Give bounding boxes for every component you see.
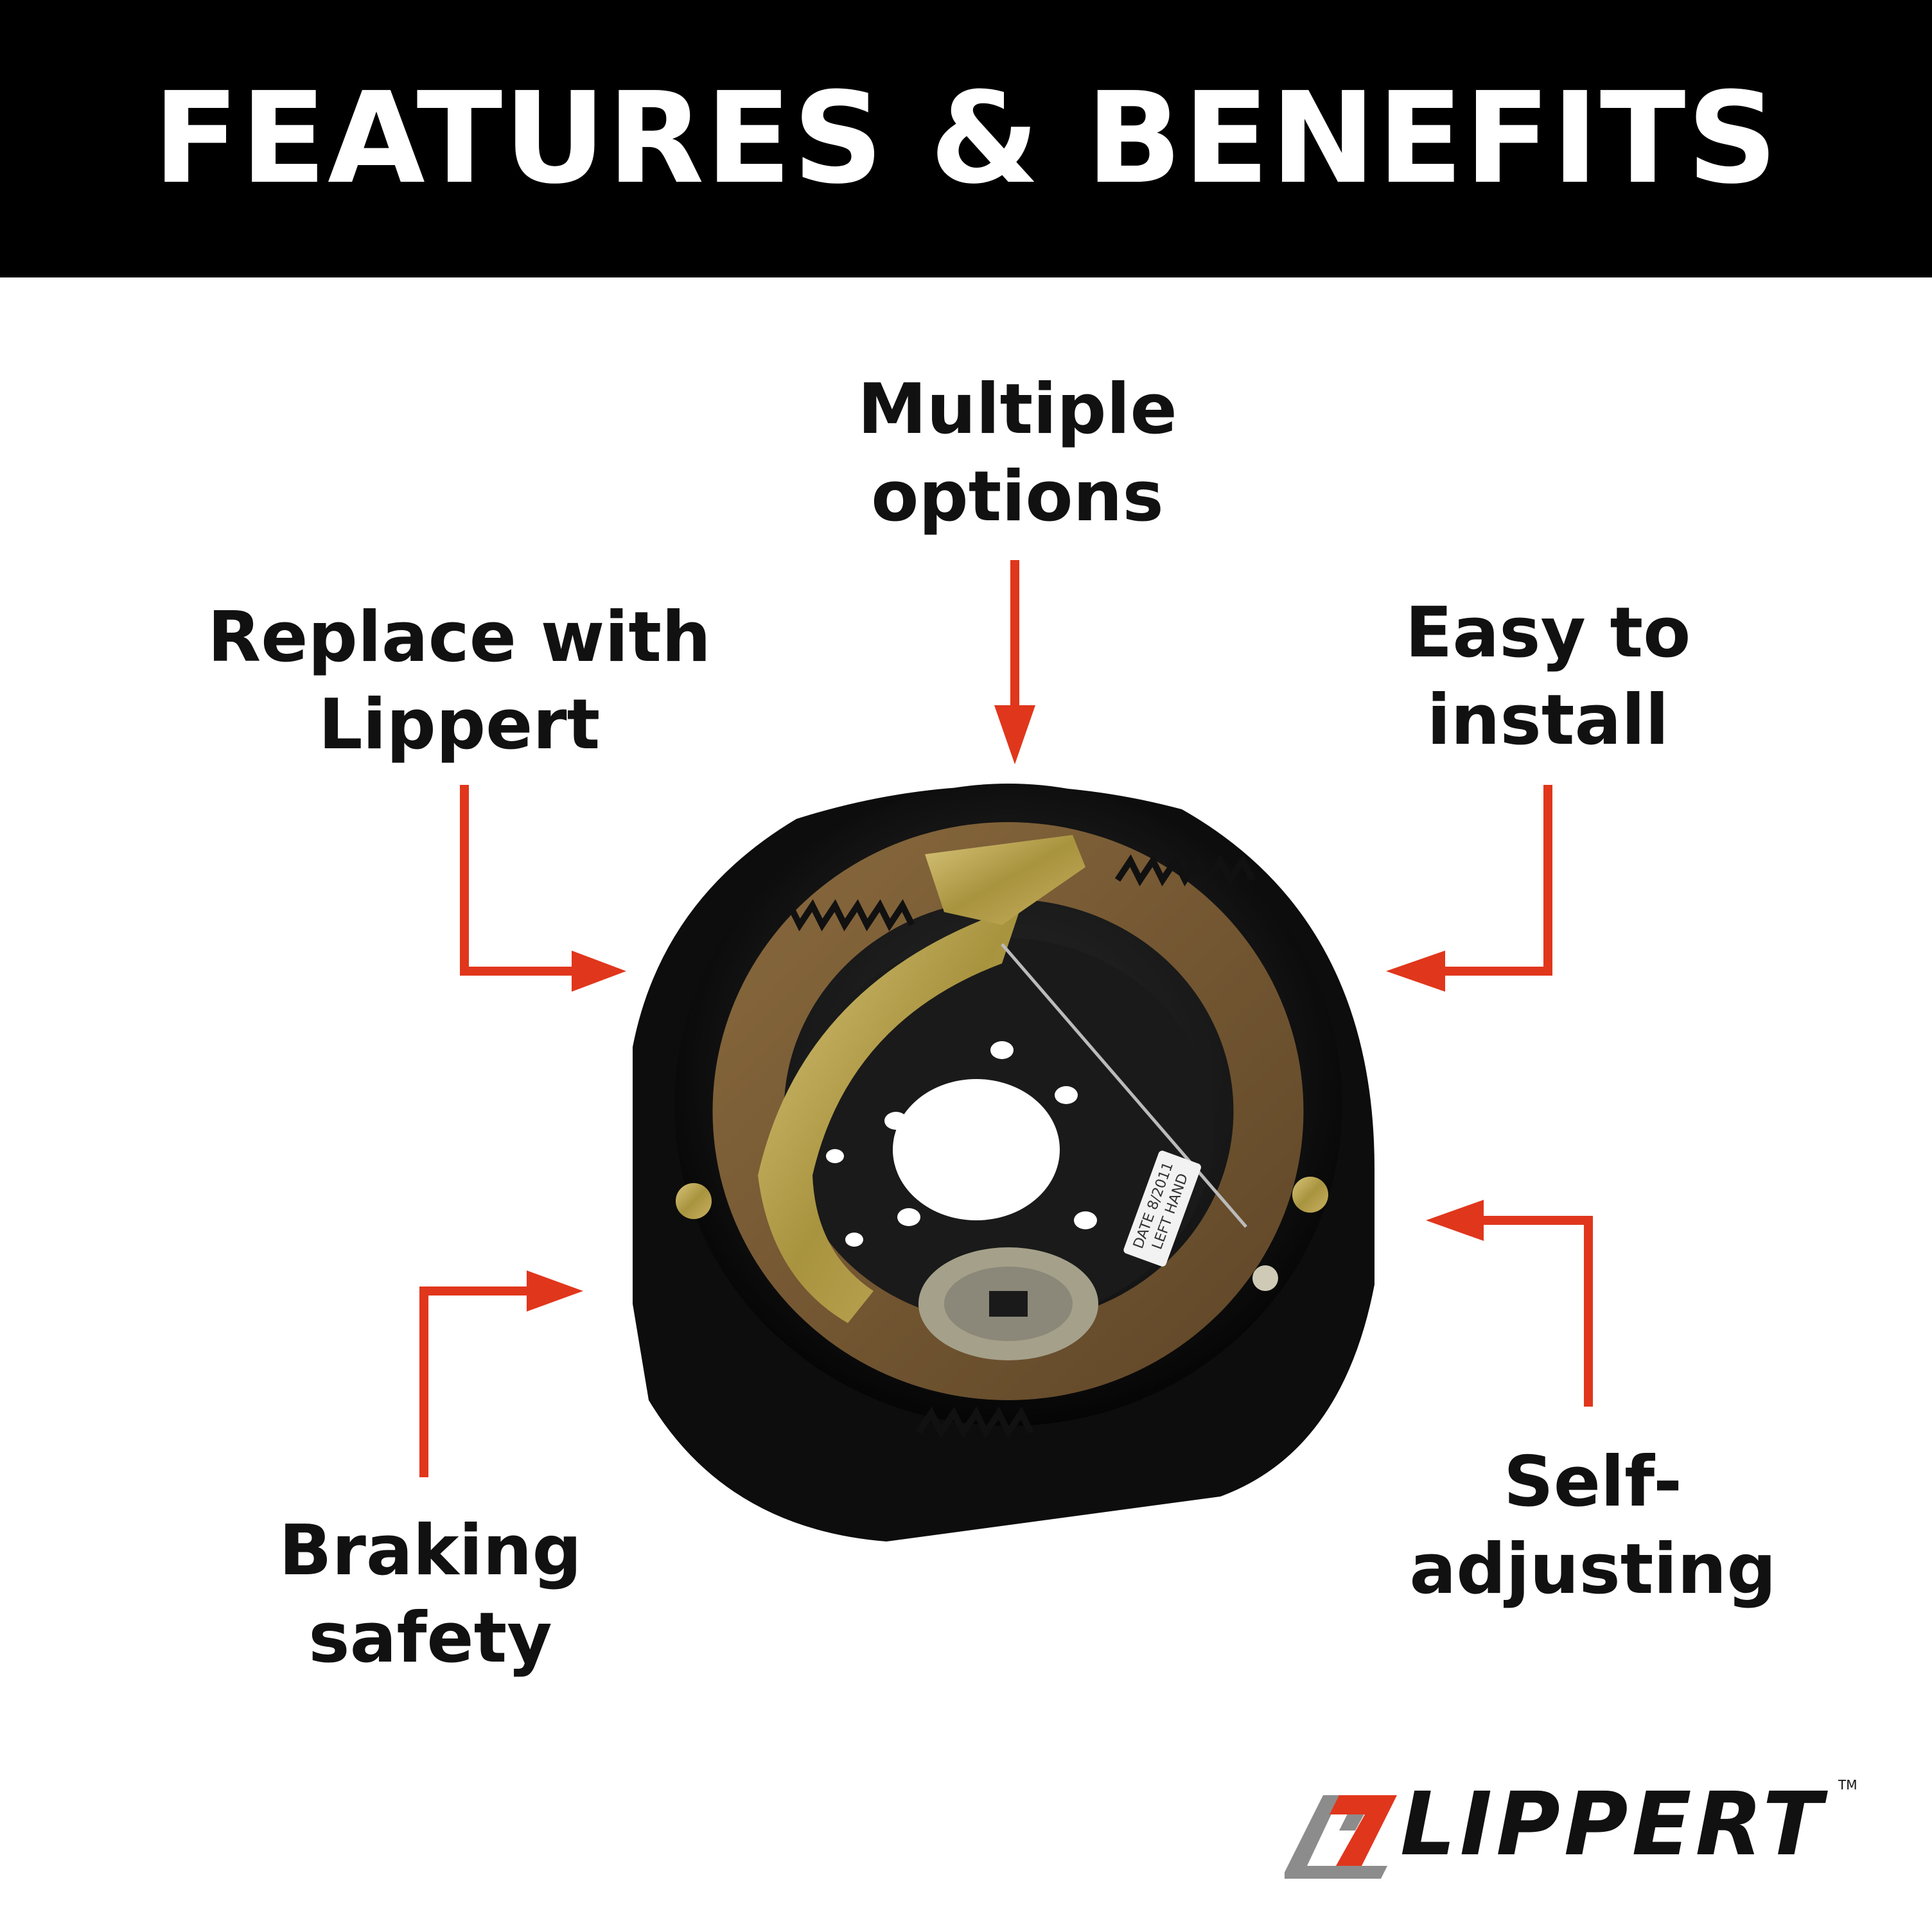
arrow-replace-shaft: [460, 785, 578, 976]
arrow-braking-shaft: [419, 1287, 533, 1477]
arrow-heads: [527, 705, 1484, 1312]
arrow-replace-head: [572, 951, 626, 992]
actuating-arm: [758, 906, 1021, 1323]
feature-multiple-options: Multiple options: [805, 366, 1229, 541]
arrow-self-shaft: [1477, 1216, 1593, 1407]
feature-braking-line2: safety: [308, 1598, 552, 1678]
feature-multiple-options-line1: Multiple: [857, 369, 1177, 450]
feature-replace-with-lippert: Replace with Lippert: [193, 594, 726, 769]
feature-multiple-options-line2: options: [871, 457, 1164, 537]
arrow-braking-head: [527, 1270, 583, 1312]
arrows: [419, 560, 1593, 1477]
top-bracket: [925, 835, 1085, 925]
arrow-easy-shaft: [1439, 785, 1552, 976]
header-bar: FEATURES & BENEFITS: [0, 0, 1932, 277]
feature-braking-safety: Braking safety: [250, 1507, 610, 1682]
springs: [774, 854, 1256, 1439]
feature-braking-line1: Braking: [279, 1511, 582, 1591]
feature-self-line2: adjusting: [1409, 1529, 1777, 1610]
arrow-multiple-options-head: [994, 705, 1035, 764]
feature-replace-line1: Replace with: [207, 597, 711, 678]
lippert-logo-mark-icon: [1285, 1795, 1397, 1879]
nut-right: [1292, 1177, 1328, 1213]
hub-hole: [893, 1079, 1060, 1220]
arrow-easy-head: [1386, 951, 1445, 992]
lippert-logo: LIPPERT TM: [1278, 1770, 1857, 1879]
feature-easy-to-install: Easy to install: [1381, 590, 1715, 764]
arrow-self-head: [1426, 1200, 1484, 1241]
lippert-logo-tm: TM: [1838, 1777, 1857, 1793]
header-title: FEATURES & BENEFITS: [153, 66, 1779, 212]
cable: [1001, 943, 1247, 1228]
lippert-logo-wordmark: LIPPERT: [1400, 1774, 1826, 1875]
feature-easy-line1: Easy to: [1405, 593, 1691, 673]
feature-replace-line2: Lippert: [318, 685, 601, 765]
brake-assembly: DATE 8/2011 LEFT HAND: [633, 784, 1374, 1541]
feature-self-adjusting: Self- adjusting: [1387, 1439, 1798, 1613]
nut-left: [676, 1183, 712, 1219]
feature-easy-line2: install: [1427, 680, 1669, 760]
feature-self-line1: Self-: [1504, 1442, 1682, 1522]
